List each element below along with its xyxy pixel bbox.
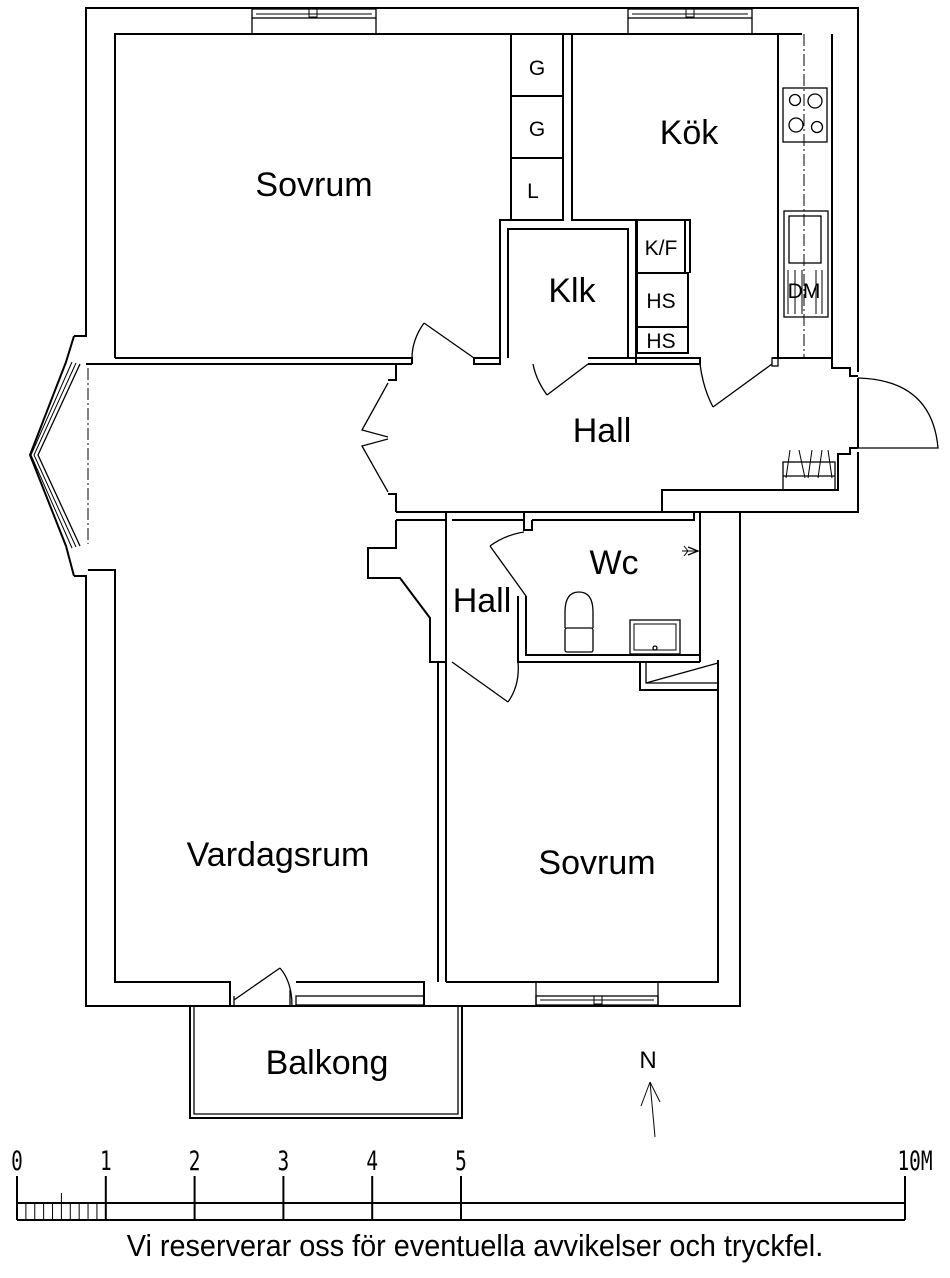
scale-tick-label: 4 bbox=[366, 1145, 378, 1177]
room-label-kitchen: Kök bbox=[660, 114, 720, 152]
closet-label-l: L bbox=[527, 180, 539, 203]
room-label-wc: Wc bbox=[589, 544, 638, 582]
scale-tick-label: 1 bbox=[100, 1145, 112, 1177]
balcony bbox=[189, 1006, 463, 1119]
scale-tick-label: 5 bbox=[455, 1145, 467, 1177]
door-bedroom-bottom[interactable] bbox=[451, 661, 519, 703]
toilet-icon bbox=[564, 591, 594, 653]
bay-window bbox=[28, 335, 115, 577]
north-label: N bbox=[639, 1047, 656, 1074]
room-label-hall-small: Hall bbox=[453, 582, 512, 620]
closet-label-hs2: HS bbox=[646, 330, 675, 353]
window-bedroom-top bbox=[251, 8, 377, 34]
ventilation-icon bbox=[682, 545, 700, 557]
sink-dishwasher bbox=[783, 210, 829, 318]
north-arrow: N bbox=[639, 1047, 661, 1138]
scale-tick-label: 3 bbox=[278, 1145, 290, 1177]
door-living-room[interactable] bbox=[361, 364, 397, 512]
scale-bar: 0 1 2 3 4 5 10M bbox=[11, 1145, 933, 1221]
room-label-hall-main: Hall bbox=[573, 412, 632, 450]
interior-walls-middle bbox=[367, 511, 719, 982]
balcony-door[interactable] bbox=[233, 967, 293, 1007]
closet-label-kf: K/F bbox=[645, 237, 678, 260]
room-label-bedroom-top: Sovrum bbox=[255, 166, 372, 204]
door-bedroom-top[interactable] bbox=[411, 322, 475, 359]
door-wc[interactable] bbox=[489, 531, 527, 597]
door-kitchen[interactable] bbox=[699, 363, 773, 408]
appliance-label-dm: DM bbox=[788, 280, 821, 303]
wardrobe-hall bbox=[782, 449, 836, 491]
room-label-living-room: Vardagsrum bbox=[187, 836, 370, 874]
door-klk[interactable] bbox=[532, 363, 589, 396]
scale-tick-label: 10M bbox=[897, 1145, 932, 1177]
disclaimer-text: Vi reserverar oss för eventuella avvikel… bbox=[126, 1228, 824, 1263]
interior-walls-top bbox=[115, 33, 832, 367]
scale-tick-label: 0 bbox=[11, 1145, 23, 1177]
room-label-walk-in-closet: Klk bbox=[548, 272, 596, 310]
door-entrance[interactable] bbox=[857, 377, 939, 449]
room-label-bedroom-bottom: Sovrum bbox=[538, 844, 655, 882]
window-bedroom-bottom bbox=[535, 982, 659, 1006]
window-living-room bbox=[295, 995, 425, 1006]
closet-label-hs1: HS bbox=[646, 290, 675, 313]
washbasin-icon bbox=[629, 619, 681, 655]
window-kitchen bbox=[627, 8, 753, 34]
scale-tick-label: 2 bbox=[189, 1145, 201, 1177]
closet-label-g1: G bbox=[529, 57, 545, 80]
room-label-balcony: Balkong bbox=[266, 1044, 389, 1082]
stove bbox=[782, 87, 828, 143]
closet-label-g2: G bbox=[529, 118, 545, 141]
